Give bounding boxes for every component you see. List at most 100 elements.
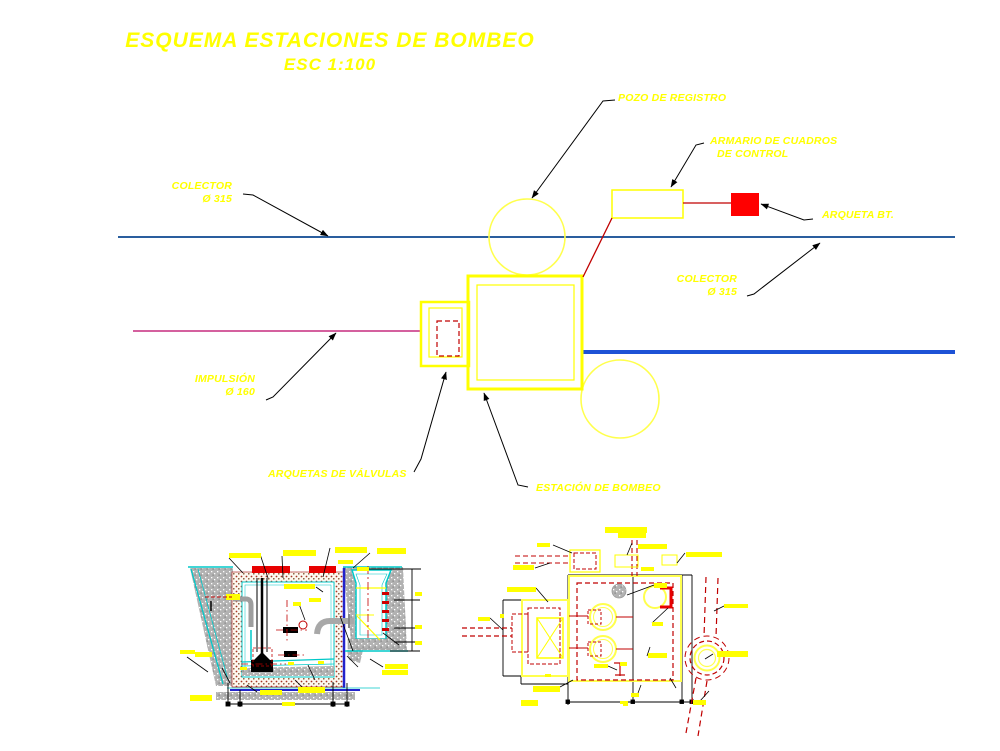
pit-flange-2 <box>382 601 389 604</box>
leader <box>535 587 549 603</box>
plan-label-bars <box>478 527 748 706</box>
plan-leaders <box>489 542 725 702</box>
label-bar <box>415 592 422 596</box>
manhole-dashed-outer <box>684 635 730 681</box>
plan-pump-2 <box>569 635 633 663</box>
label-bar <box>507 587 536 592</box>
label-impulsion: IMPULSIÓN Ø 160 <box>191 373 255 399</box>
manhole-dashed <box>689 640 725 676</box>
label-bar <box>293 602 301 606</box>
earth-below-pit <box>347 650 363 663</box>
leader <box>228 557 244 574</box>
dim-dot <box>225 701 231 707</box>
leader-arquetas-valvulas <box>413 371 447 473</box>
leader <box>637 684 642 694</box>
label-bar <box>620 662 627 666</box>
label-armario-line1: ARMARIO DE CUADROS <box>710 135 838 147</box>
leader <box>713 605 725 612</box>
plan-valve-dashed-2 <box>511 613 529 653</box>
label-bar <box>415 641 422 645</box>
label-colector-izq-line2: Ø 315 <box>202 193 232 205</box>
plan-valve-diag-2 <box>536 617 564 659</box>
leader <box>626 584 655 596</box>
leader <box>246 684 258 693</box>
top-slab-2 <box>309 566 336 573</box>
label-bar <box>284 584 315 589</box>
label-bar <box>724 604 748 608</box>
label-bar <box>309 598 321 602</box>
dim-dot <box>344 701 350 707</box>
fitting-circle <box>298 620 308 630</box>
pump-ring-inner <box>593 639 613 659</box>
drawing-title: ESQUEMA ESTACIONES DE BOMBEO ESC 1:100 <box>125 29 535 75</box>
section-leaders <box>186 547 400 694</box>
label-armario-line2: DE CONTROL <box>717 148 789 160</box>
pit-flange-4 <box>382 619 389 622</box>
detail-plan-view <box>462 527 748 737</box>
label-bar <box>195 652 212 657</box>
plan-top-box <box>569 549 601 573</box>
label-bar <box>594 664 608 668</box>
manhole-ring-inner <box>697 648 717 668</box>
manhole-pipe-up <box>703 576 707 638</box>
title-line1: ESQUEMA ESTACIONES DE BOMBEO <box>125 29 535 52</box>
armario-cuadros-rect <box>611 189 684 219</box>
manhole-pipe-down <box>697 680 708 737</box>
pit-pipe-diag <box>356 615 381 641</box>
dim-dot <box>679 699 684 704</box>
label-bar <box>288 662 294 665</box>
leader <box>322 547 331 578</box>
leader-arqueta-bt <box>760 203 814 221</box>
plan-small-box-1 <box>614 554 639 568</box>
leader-pozo <box>531 99 616 199</box>
inlet-pipe <box>233 596 254 627</box>
leader-colector-izq <box>242 193 329 237</box>
leader <box>651 607 669 624</box>
label-bar <box>620 701 628 704</box>
plan-station-dashed <box>576 582 674 681</box>
pump-top <box>254 652 270 660</box>
label-bar <box>298 687 325 693</box>
plan-pump-1 <box>569 603 633 631</box>
label-bar <box>240 667 247 670</box>
dim-dot <box>565 699 570 704</box>
leader-lines <box>242 99 821 488</box>
pump-dashed-box <box>252 647 273 667</box>
leader <box>369 658 384 668</box>
cable-diagonal <box>582 217 613 278</box>
leader <box>626 542 633 556</box>
label-bar <box>478 617 490 621</box>
label-colector-izq: COLECTOR Ø 315 <box>168 180 232 206</box>
label-bar <box>638 544 667 549</box>
inlet-wall-patch <box>226 594 240 600</box>
leader <box>307 664 316 681</box>
leader <box>669 677 677 689</box>
leader <box>646 646 651 657</box>
leader <box>607 665 618 671</box>
leader <box>704 653 714 660</box>
label-colector-der-line1: COLECTOR <box>676 273 737 285</box>
leader-colector-der <box>746 242 821 297</box>
plan-valve-box-inner <box>536 617 564 659</box>
leader <box>221 667 231 684</box>
plan-vent-circle <box>611 583 627 599</box>
arqueta-valvulas-dashed <box>436 320 460 357</box>
arqueta-valvulas-outer <box>419 300 471 368</box>
manhole-pipe-up <box>715 577 719 638</box>
label-bar <box>377 548 406 554</box>
dim-dot <box>330 701 336 707</box>
label-bar <box>533 686 560 692</box>
registro-circle-2 <box>580 359 660 439</box>
label-bar <box>180 650 195 654</box>
leader <box>352 552 371 569</box>
label-arqueta-bt: ARQUETA BT. <box>822 209 894 221</box>
leader <box>298 603 306 621</box>
label-bar <box>190 695 212 701</box>
slope-line-2 <box>197 568 229 681</box>
label-bar <box>641 567 654 571</box>
label-bar <box>282 702 295 706</box>
plan-valve-dashed <box>527 607 561 665</box>
outlet-pipe <box>314 618 354 635</box>
label-bar <box>318 661 324 664</box>
